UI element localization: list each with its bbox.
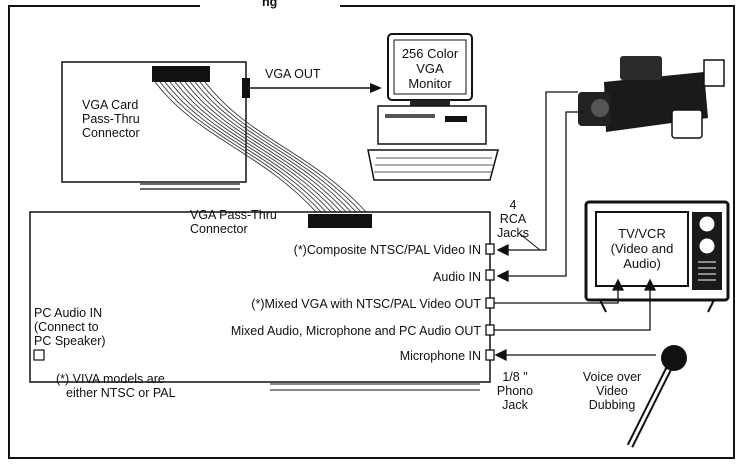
pc-audio-in-line1: PC Audio IN xyxy=(34,306,103,320)
footnote-line2: either NTSC or PAL xyxy=(66,386,176,400)
phono-jack-line1: 1/8 " xyxy=(502,370,528,384)
footnote-label: (*) VIVA models are either NTSC or PAL xyxy=(56,372,176,400)
audio-out-line xyxy=(494,278,657,331)
tv-vcr-icon xyxy=(584,200,730,313)
vga-out-label: VGA OUT xyxy=(265,67,321,81)
vga-card-label: VGA Card Pass-Thru Connector xyxy=(82,98,140,140)
camcorder-video-line xyxy=(496,91,578,257)
vga-card xyxy=(61,61,250,190)
monitor-label: 256 Color VGA Monitor xyxy=(396,46,464,91)
top-fragment-label: ng xyxy=(262,0,278,9)
phono-jack-label: 1/8 " Phono Jack xyxy=(490,370,540,412)
audio-in-label: Audio IN xyxy=(433,270,481,284)
monitor-label-line1: 256 Color xyxy=(401,46,459,61)
rca-jacks-label-line3: Jacks xyxy=(497,226,529,240)
monitor-label-line3: Monitor xyxy=(408,76,452,91)
viva-board xyxy=(29,211,495,391)
tv-vcr-label: TV/VCR (Video and Audio) xyxy=(598,226,686,271)
microphone-line xyxy=(494,348,656,362)
vga-pass-thru-label-line2: Connector xyxy=(190,222,248,236)
monitor-icon xyxy=(367,33,499,181)
vga-card-label-line3: Connector xyxy=(82,126,140,140)
phono-jack-line2: Phono xyxy=(496,384,534,398)
camcorder-audio-line xyxy=(496,111,586,283)
voice-over-line2: Video xyxy=(596,384,628,398)
diagram-border xyxy=(8,5,735,459)
mixed-audio-out-label: Mixed Audio, Microphone and PC Audio OUT xyxy=(230,324,481,338)
camcorder-icon xyxy=(578,56,725,139)
microphone-in-label: Microphone IN xyxy=(399,349,481,363)
vga-pass-thru-label: VGA Pass-Thru Connector xyxy=(190,208,277,236)
mixed-vga-out-label: (*)Mixed VGA with NTSC/PAL Video OUT xyxy=(251,297,481,311)
microphone-icon xyxy=(626,345,687,448)
pc-audio-jack xyxy=(33,349,45,361)
pc-audio-in-label: PC Audio IN (Connect to PC Speaker) xyxy=(34,306,106,348)
vga-card-edge-contacts xyxy=(140,183,240,190)
vga-card-out-port xyxy=(242,78,250,98)
rca-jacks-label-line2: RCA xyxy=(499,212,527,226)
voice-over-line3: Dubbing xyxy=(588,398,636,412)
video-out-line xyxy=(494,278,625,304)
pc-audio-in-line3: PC Speaker) xyxy=(34,334,106,348)
phono-jack-line3: Jack xyxy=(502,398,528,412)
pc-audio-in-line2: (Connect to xyxy=(34,320,99,334)
vga-card-label-line2: Pass-Thru xyxy=(82,112,140,126)
tv-vcr-label-line2: (Video and xyxy=(610,241,674,256)
voice-over-label: Voice over Video Dubbing xyxy=(572,370,652,412)
viva-board-edge-contacts xyxy=(270,383,480,391)
rca-jacks-label-line1: 4 xyxy=(509,198,517,212)
monitor-label-line2: VGA xyxy=(416,61,444,76)
vga-card-label-line1: VGA Card xyxy=(82,98,139,112)
top-title-gap xyxy=(200,0,340,12)
vga-pass-thru-connector xyxy=(308,214,372,228)
ribbon-cable xyxy=(154,81,369,215)
board-jacks xyxy=(485,243,495,361)
composite-in-label: (*)Composite NTSC/PAL Video IN xyxy=(293,243,481,257)
rca-pointer xyxy=(519,233,541,251)
vga-out-arrow xyxy=(250,83,382,93)
tv-vcr-label-line3: Audio) xyxy=(623,256,661,271)
footnote-line1: (*) VIVA models are xyxy=(56,372,165,386)
vga-pass-thru-label-line1: VGA Pass-Thru xyxy=(190,208,277,222)
tv-vcr-label-line1: TV/VCR xyxy=(618,226,666,241)
rca-jacks-label: 4 RCA Jacks xyxy=(494,198,532,240)
vga-card-connector xyxy=(152,66,210,82)
voice-over-line1: Voice over xyxy=(582,370,642,384)
